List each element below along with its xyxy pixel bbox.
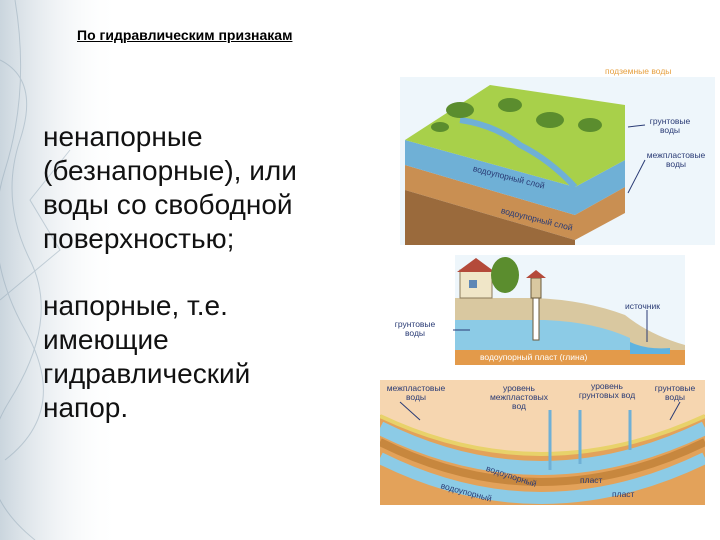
artesian-basin-illustration (376, 380, 709, 505)
label-ground-water-2: грунтовые воды (394, 319, 436, 338)
body-text: ненапорные (безнапорные), или воды со св… (43, 120, 343, 458)
label-interlayer-water-3: межпластовые воды (386, 383, 446, 402)
block-diagram-illustration (400, 77, 715, 245)
groundwater-block-diagram: подземные воды грунтовые воды межпластов… (400, 65, 715, 245)
label-layer-4: пласт (612, 489, 635, 499)
paragraph-unconfined: ненапорные (безнапорные), или воды со св… (43, 121, 297, 254)
label-ground-water: грунтовые воды (649, 116, 691, 135)
caption-underground-water: подземные воды (605, 66, 672, 76)
label-ground-water-3: грунтовые воды (654, 383, 696, 402)
well-spring-illustration (453, 255, 685, 365)
label-interlayer-level: уровень межпластовых вод (489, 383, 549, 411)
artesian-basin-diagram: межпластовые воды уровень межпластовых в… (376, 380, 709, 505)
label-interlayer-water: межпластовые воды (646, 150, 706, 169)
well-and-spring-diagram: грунтовые воды источник водоупорный плас… (385, 250, 685, 365)
paragraph-confined: напорные, т.е. имеющие гидравлический на… (43, 290, 251, 423)
label-aquiclude-clay: водоупорный пласт (глина) (480, 352, 588, 362)
slide-title: По гидравлическим признакам (77, 27, 293, 43)
label-spring: источник (625, 301, 660, 311)
label-ground-level: уровень грунтовых вод (578, 381, 636, 400)
label-layer-3: пласт (580, 475, 603, 485)
